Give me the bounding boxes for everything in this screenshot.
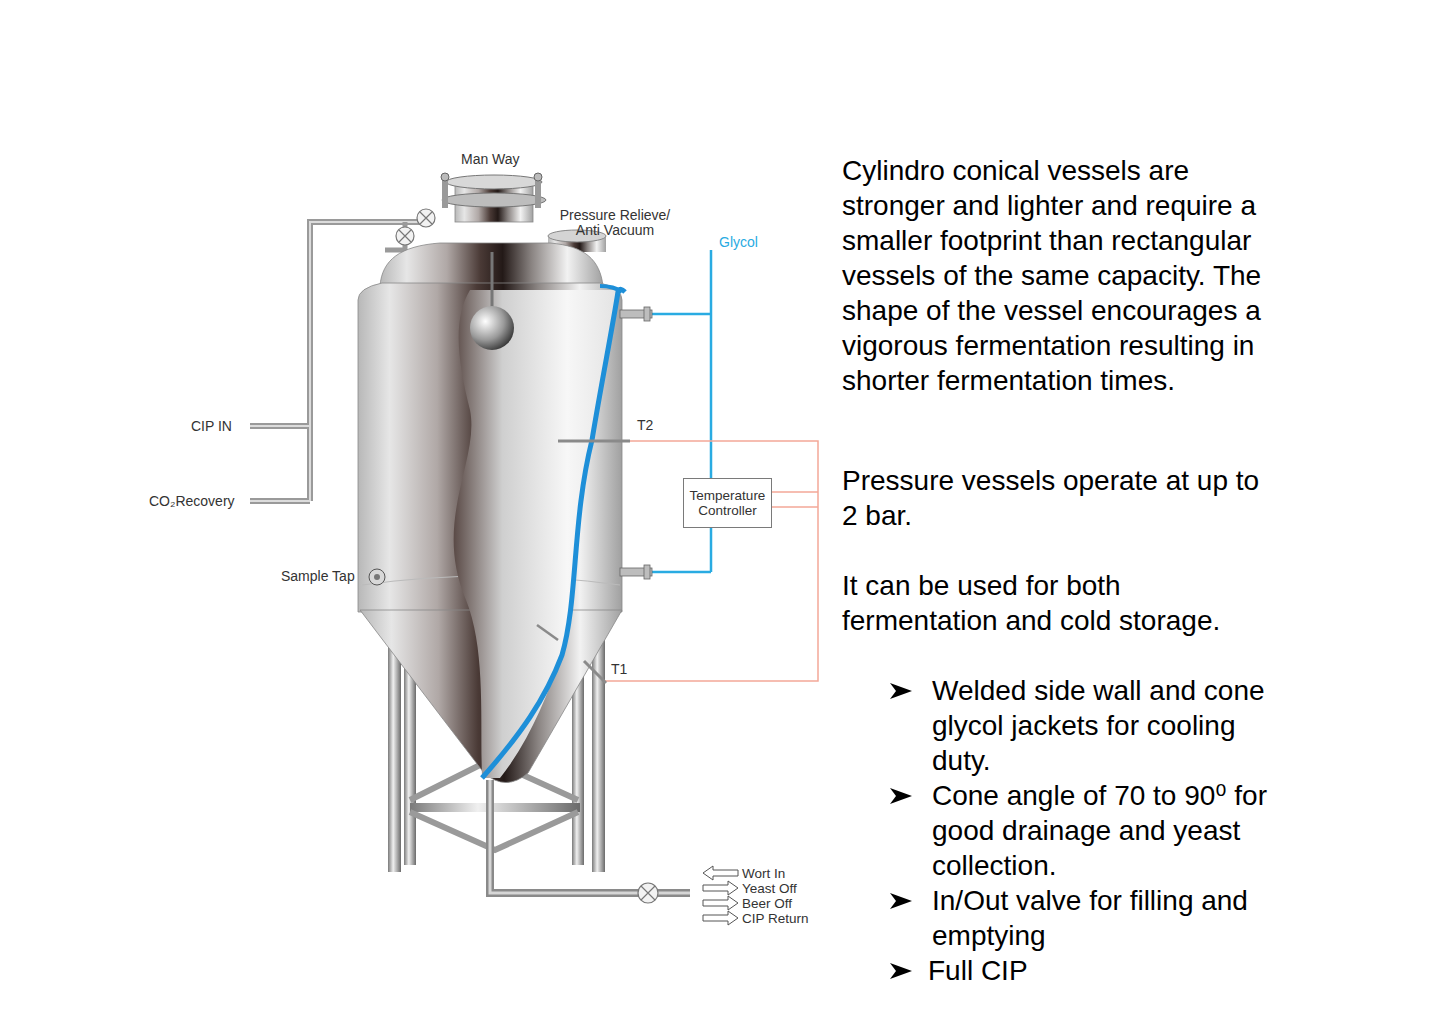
flow-label: Wort In [742, 866, 785, 881]
flow-label: Yeast Off [742, 881, 797, 896]
valve-symbol [638, 883, 658, 903]
manway [441, 173, 546, 222]
description-text: It can be used for both fermentation and… [842, 568, 1274, 638]
probe-wiring [604, 441, 818, 681]
temperature-probe [584, 661, 606, 683]
cutaway-interior [454, 290, 616, 778]
probe-label: T1 [611, 661, 627, 677]
spray-ball-stem [491, 252, 494, 308]
controller-box: Temperature Controller [683, 478, 772, 528]
line-label: Glycol [719, 234, 758, 250]
description-text: Pressure vessels operate at up to 2 bar. [842, 463, 1274, 533]
port-label: CO₂Recovery [149, 493, 235, 509]
bullet-marker [890, 683, 912, 979]
part-label: Sample Tap [281, 568, 355, 584]
part-label: Pressure Relieve/ Anti Vacuum [553, 208, 677, 238]
flow-arrow [703, 866, 738, 925]
spray-ball [470, 306, 514, 350]
sample-tap [369, 569, 385, 585]
bullet-text: In/Out valve for filling and emptying [932, 883, 1274, 953]
controller-text-wrap: Temperature Controller [686, 488, 769, 518]
bullet-text: Full CIP [928, 953, 1270, 988]
probe-label: T2 [637, 417, 653, 433]
description-text: Cylindro conical vessels are stronger an… [842, 153, 1274, 398]
valve-symbol [396, 209, 435, 245]
part-label: Man Way [461, 151, 520, 167]
temperature-probe [558, 440, 630, 443]
flow-label: Beer Off [742, 896, 792, 911]
port-label: CIP IN [191, 418, 232, 434]
cone-probe [537, 625, 558, 640]
controller-label: Temperature Controller [686, 488, 769, 518]
glycol-nozzle [620, 307, 652, 579]
flow-label: CIP Return [742, 911, 809, 926]
bullet-text: Welded side wall and cone glycol jackets… [932, 673, 1274, 778]
bullet-text: Cone angle of 70 to 90⁰ for good drainag… [932, 778, 1274, 883]
outlet-pipe [490, 780, 690, 893]
glycol-jacket [482, 289, 625, 778]
